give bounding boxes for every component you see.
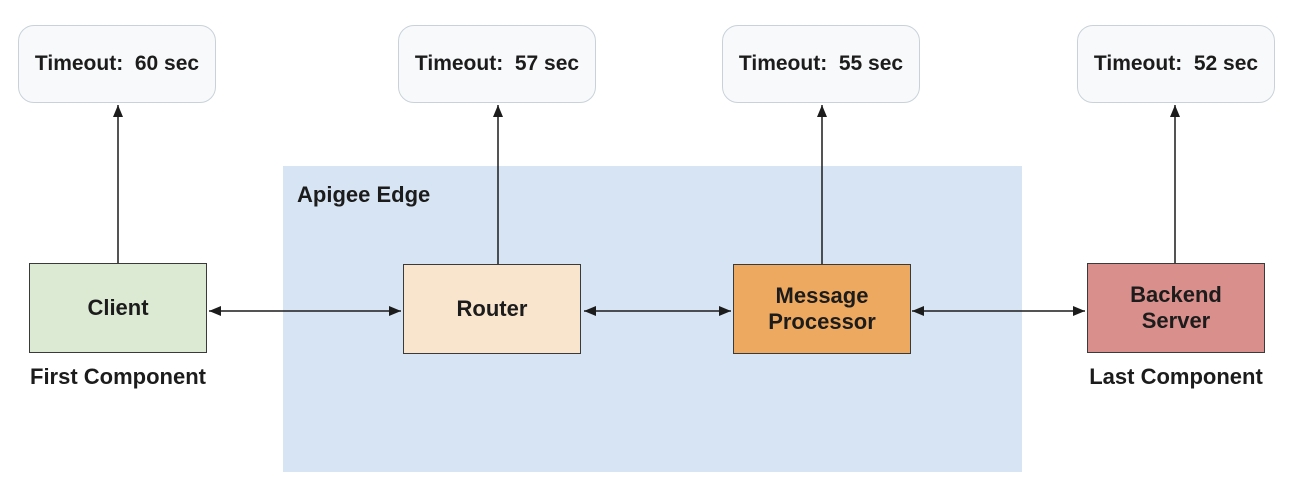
message-processor-node-label: Message Processor	[768, 282, 876, 334]
client-node-label: Client	[87, 294, 149, 320]
timeout-badge-router-label: Timeout: 57 sec	[414, 52, 580, 75]
timeout-badge-backend-server: Timeout: 52 sec	[1077, 25, 1275, 103]
timeout-badge-client: Timeout: 60 sec	[18, 25, 216, 103]
backend-server-node: Backend Server	[1087, 263, 1265, 353]
router-node-label: Router	[456, 295, 528, 321]
timeout-badge-message-processor: Timeout: 55 sec	[722, 25, 920, 103]
message-processor-node: Message Processor	[733, 264, 911, 354]
backend-server-node-label: Backend Server	[1130, 281, 1222, 333]
apigee-edge-container: Apigee Edge	[283, 166, 1022, 472]
timeout-badge-router: Timeout: 57 sec	[398, 25, 596, 103]
first-component-caption: First Component	[30, 364, 206, 389]
last-component-caption: Last Component	[1089, 364, 1263, 389]
timeout-badge-client-label: Timeout: 60 sec	[34, 52, 200, 75]
router-node: Router	[403, 264, 581, 354]
client-node: Client	[29, 263, 207, 353]
timeout-badge-message-processor-label: Timeout: 55 sec	[738, 52, 904, 75]
timeout-badge-backend-server-label: Timeout: 52 sec	[1093, 52, 1259, 75]
apigee-edge-label: Apigee Edge	[297, 182, 431, 207]
